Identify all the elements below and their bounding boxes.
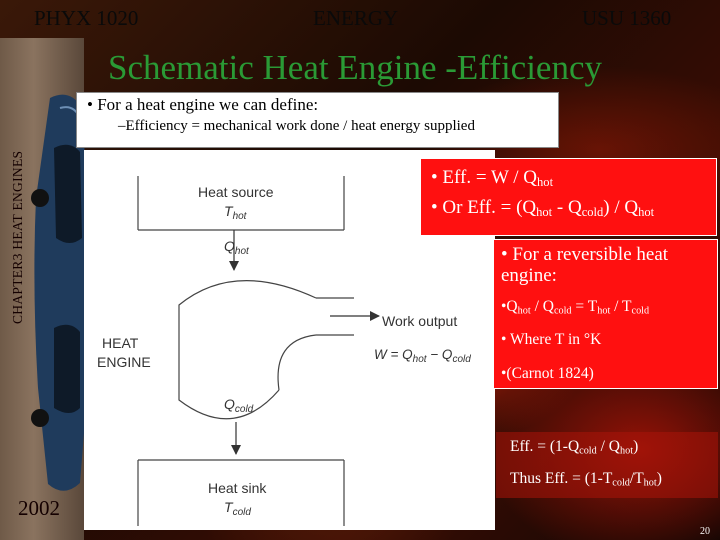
sink-temp: Tcold bbox=[224, 499, 251, 518]
work-output-arrow: Work output W = Qhot − Qcold bbox=[330, 311, 471, 365]
heat-source-label: Heat source bbox=[198, 184, 274, 200]
side-photo-strip: CHAPTER3 HEAT ENGINES bbox=[0, 38, 90, 540]
heat-source-box: Heat source Thot bbox=[137, 176, 345, 231]
year-label: 2002 bbox=[18, 496, 60, 520]
heat-sink-label: Heat sink bbox=[208, 480, 267, 496]
work-output-label: Work output bbox=[382, 313, 457, 329]
engine-label-line2: ENGINE bbox=[97, 354, 151, 370]
temperature-ratio: •Qhot / Qcold = Thot / Tcold bbox=[501, 298, 650, 317]
efficiency-ratio-form: Eff. = (1-Qcold / Qhot) bbox=[510, 438, 639, 457]
reversible-engine-box: • For a reversible heat engine: •Qhot / … bbox=[493, 239, 718, 389]
heat-sink-box: Heat sink Tcold bbox=[137, 459, 345, 526]
efficiency-formula-box: • Eff. = W / Qhot • Or Eff. = (Qhot - Qc… bbox=[420, 158, 717, 236]
page-number: 20 bbox=[700, 526, 710, 537]
course-code-left: PHYX 1020 bbox=[34, 6, 139, 30]
carnot-note: •(Carnot 1824) bbox=[501, 365, 594, 382]
efficiency-definition: –Efficiency = mechanical work done / hea… bbox=[118, 118, 475, 134]
course-code-right: USU 1360 bbox=[582, 6, 672, 30]
chapter-label: CHAPTER3 HEAT ENGINES bbox=[10, 150, 25, 324]
qcold-label: Qcold bbox=[224, 396, 254, 415]
engine-label-line1: HEAT bbox=[102, 335, 139, 351]
qcold-flow: Qcold bbox=[224, 396, 254, 455]
car-image bbox=[31, 94, 90, 491]
slide-title: Schematic Heat Engine -Efficiency bbox=[108, 48, 602, 87]
work-equation: W = Qhot − Qcold bbox=[374, 347, 471, 365]
kelvin-note: • Where T in °K bbox=[501, 331, 602, 348]
source-temp: Thot bbox=[224, 203, 248, 222]
topic-header: ENERGY bbox=[313, 6, 399, 30]
efficiency-formula-2: • Or Eff. = (Qhot - Qcold) / Qhot bbox=[431, 197, 655, 220]
qhot-flow: Qhot bbox=[224, 230, 250, 271]
intro-box: • For a heat engine we can define: –Effi… bbox=[76, 92, 559, 148]
engine-body: HEAT ENGINE bbox=[97, 280, 354, 420]
reversible-title: • For a reversible heat engine: bbox=[501, 244, 669, 286]
qhot-label: Qhot bbox=[224, 238, 250, 257]
intro-bullet: • For a heat engine we can define: bbox=[87, 95, 319, 114]
efficiency-temperature-form: Thus Eff. = (1-Tcold/Thot) bbox=[510, 470, 662, 489]
efficiency-derivation-box: Eff. = (1-Qcold / Qhot) Thus Eff. = (1-T… bbox=[496, 432, 718, 498]
efficiency-formula-1: • Eff. = W / Qhot bbox=[431, 167, 554, 190]
